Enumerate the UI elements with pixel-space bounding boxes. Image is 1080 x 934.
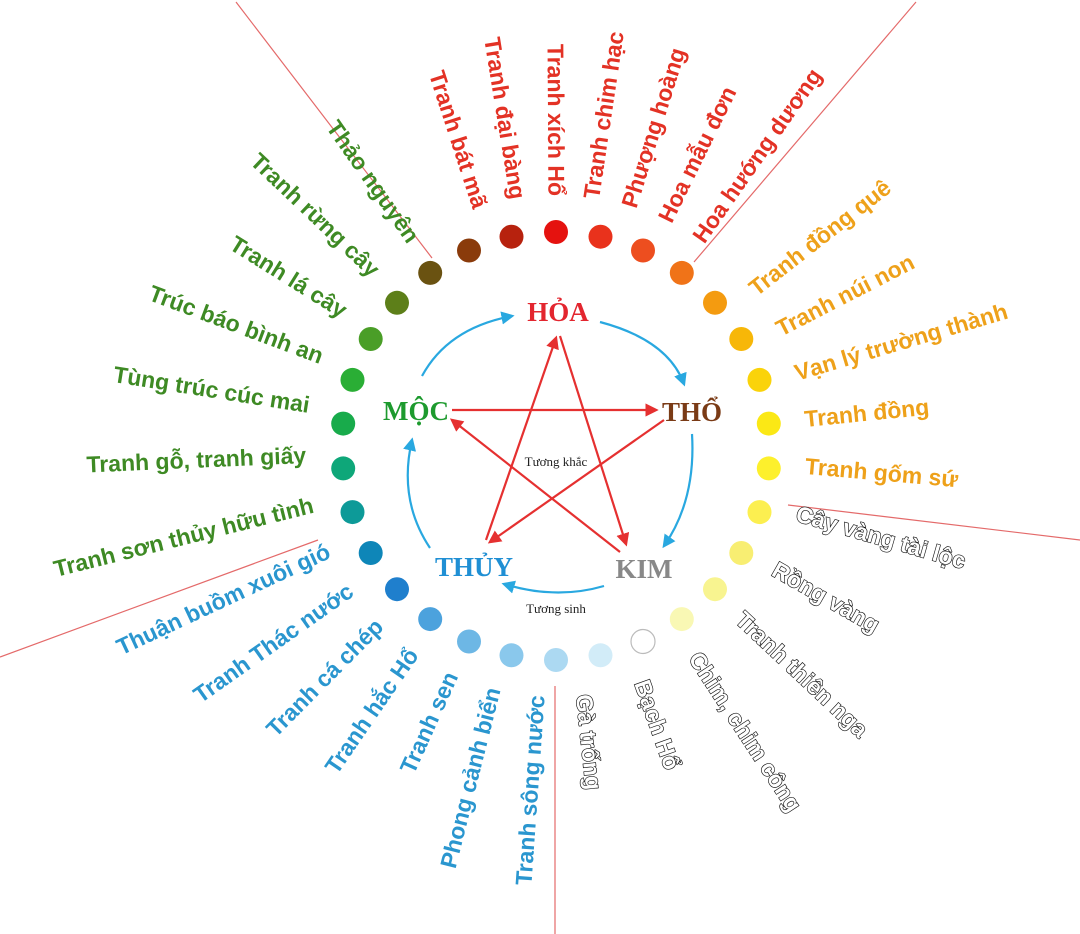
color-dot bbox=[729, 541, 754, 565]
element-thuy: THỦY bbox=[435, 552, 513, 582]
sinh-arrow-tho-kim bbox=[662, 433, 694, 549]
color-dot bbox=[340, 500, 365, 525]
element-hoa: HỎA bbox=[527, 297, 589, 327]
tuong-sinh-cycle bbox=[403, 311, 694, 594]
color-dot bbox=[457, 629, 481, 654]
element-tho: THỔ bbox=[662, 396, 722, 427]
sinh-arrow-thuy-moc bbox=[403, 437, 431, 549]
color-dot bbox=[703, 290, 727, 315]
painting-label-hoa: Tranh xích Hổ bbox=[543, 44, 570, 196]
color-dot bbox=[756, 456, 781, 481]
painting-label-kim: Bạch Hổ bbox=[629, 676, 685, 773]
tuong-sinh-label: Tương sinh bbox=[526, 601, 586, 616]
element-moc: MỘC bbox=[383, 396, 449, 426]
painting-label-hoa: Tranh bát mã bbox=[424, 67, 493, 211]
color-dot bbox=[358, 541, 383, 565]
color-dot bbox=[457, 238, 481, 263]
sinh-arrow-kim-thuy bbox=[501, 580, 605, 594]
color-dot bbox=[669, 260, 694, 285]
khac-arrow-hoa-kim bbox=[558, 335, 630, 547]
color-dot bbox=[588, 643, 613, 668]
color-dot bbox=[544, 648, 568, 672]
painting-label-tho: Tranh đồng bbox=[803, 394, 930, 432]
tuong-khac-star bbox=[449, 335, 665, 553]
separator-line bbox=[787, 504, 1080, 541]
separator-line bbox=[235, 1, 433, 259]
khac-arrow-tho-thuy bbox=[487, 419, 665, 544]
painting-label-moc: Tranh gỗ, tranh giấy bbox=[86, 441, 307, 478]
sinh-arrow-hoa-tho bbox=[599, 320, 687, 387]
painting-label-hoa: Tranh chim hạc bbox=[578, 29, 629, 200]
color-dot bbox=[340, 367, 365, 392]
painting-label-kim: Cây vàng tài lộc bbox=[793, 501, 969, 574]
color-dot bbox=[418, 260, 443, 285]
khac-arrow-kim-moc bbox=[449, 418, 621, 553]
color-dot bbox=[756, 411, 781, 436]
separator-line bbox=[693, 1, 917, 263]
color-dot bbox=[747, 367, 772, 392]
painting-label-kim: Gà trống bbox=[571, 693, 607, 791]
color-dot bbox=[358, 327, 383, 351]
painting-label-kim: Rồng vàng bbox=[768, 557, 884, 638]
painting-label-thuy: Tranh sông nước bbox=[510, 694, 549, 886]
color-dot bbox=[588, 224, 613, 249]
color-dot bbox=[418, 607, 443, 632]
color-dot bbox=[499, 224, 524, 249]
separator-line bbox=[0, 539, 319, 658]
color-dot bbox=[331, 456, 356, 481]
color-dot bbox=[331, 411, 356, 436]
painting-label-hoa: Tranh đại bàng bbox=[479, 35, 531, 201]
element-kim: KIM bbox=[616, 554, 673, 584]
color-dot bbox=[385, 290, 409, 315]
color-dot bbox=[544, 220, 568, 244]
color-dot bbox=[669, 607, 694, 632]
color-dot bbox=[631, 238, 655, 263]
color-dot bbox=[385, 577, 409, 602]
color-dot bbox=[630, 628, 656, 655]
tuong-khac-label: Tương khắc bbox=[525, 454, 588, 469]
color-dot bbox=[747, 500, 772, 525]
color-dot bbox=[703, 577, 727, 602]
sinh-arrow-moc-hoa bbox=[421, 311, 515, 377]
painting-label-tho: Tranh gốm sứ bbox=[804, 453, 959, 492]
khac-arrow-thuy-hoa bbox=[484, 335, 559, 541]
color-dot bbox=[729, 327, 754, 351]
color-dot-ring bbox=[331, 220, 781, 672]
color-dot bbox=[499, 643, 524, 668]
painting-label-moc: Tùng trúc cúc mai bbox=[112, 361, 312, 418]
